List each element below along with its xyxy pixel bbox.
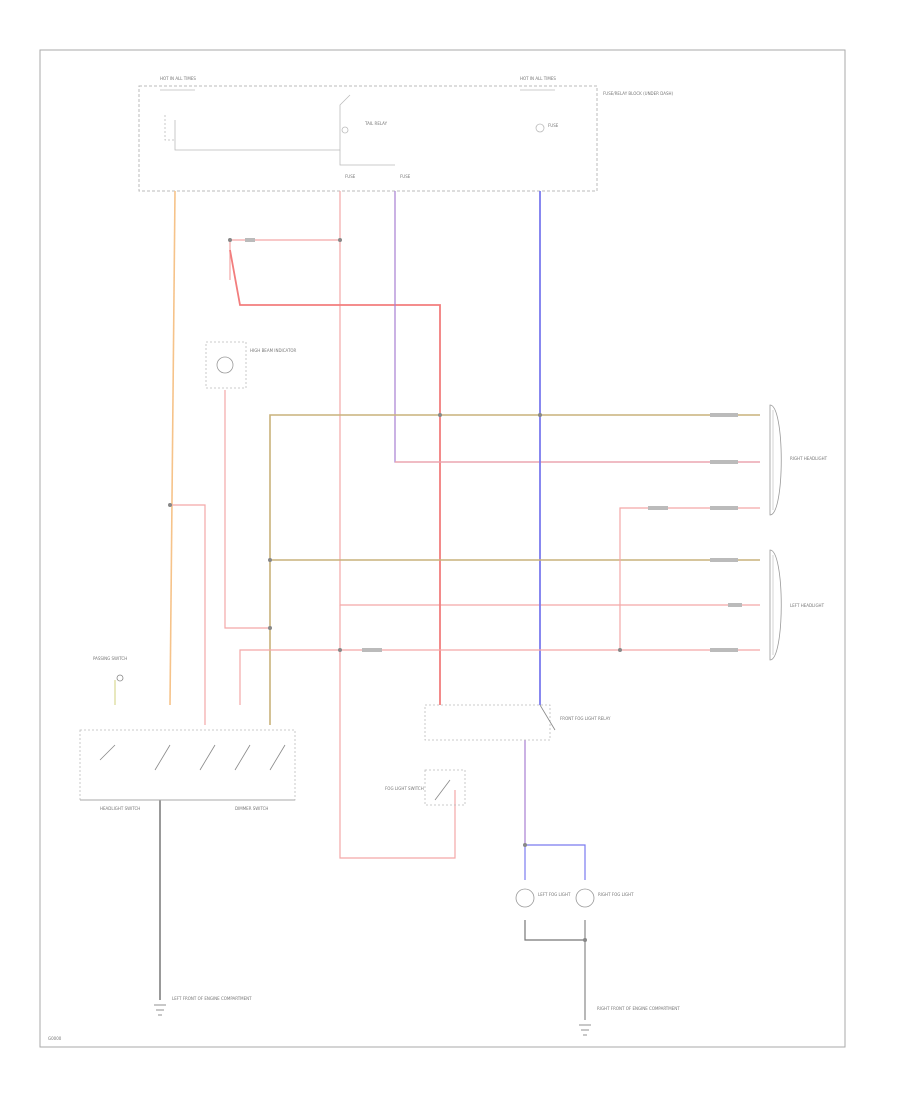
box-top-left-label: HOT IN ALL TIMES — [160, 76, 196, 81]
wire-orange — [169, 190, 176, 706]
box-top-right-label: HOT IN ALL TIMES — [520, 76, 556, 81]
right-headlight-label: RIGHT HEADLIGHT — [790, 456, 828, 461]
wire-pink-fog-loop — [339, 605, 456, 859]
dimmer-switch-label: DIMMER SWITCH — [235, 806, 268, 811]
headlight-switch-label: HEADLIGHT SWITCH — [100, 806, 140, 811]
wire-pink-low — [239, 649, 760, 705]
fog-relay-label: FRONT FOG LIGHT RELAY — [560, 716, 611, 721]
right-fog-label: RIGHT FOG LIGHT — [598, 892, 634, 897]
box-internal-wire — [164, 115, 175, 141]
fog-relay-contact — [539, 704, 556, 731]
indicator-label: HIGH BEAM INDICATOR — [250, 348, 297, 353]
indicator-box — [205, 341, 247, 389]
fuse2-label: FUSE — [345, 174, 356, 179]
wire-pink-switch — [170, 504, 206, 725]
wire-pink-cross — [619, 507, 760, 650]
left-headlight-icon — [769, 549, 782, 661]
ground-left-icon — [154, 1004, 166, 1016]
left-fog-label: LEFT FOG LIGHT — [538, 892, 571, 897]
fuse-symbol — [535, 123, 545, 133]
fog-switch-contact — [434, 779, 451, 801]
wire-violet — [394, 191, 760, 463]
fog-switch-label: FOG LIGHT SWITCH — [385, 786, 424, 791]
wire-tan-upper — [269, 414, 760, 725]
fog-relay-box — [424, 704, 551, 741]
box-side-label: FUSE/RELAY BLOCK (UNDER DASH) — [603, 91, 674, 96]
tail-relay-coil — [341, 126, 349, 134]
fuse-label: FUSE — [548, 123, 559, 128]
fuse3-label: FUSE — [400, 174, 411, 179]
splice-dots — [168, 238, 622, 942]
wire-red-main — [229, 249, 441, 705]
ground-left-label: LEFT FRONT OF ENGINE COMPARTMENT — [172, 996, 252, 1001]
ground-right-icon — [579, 1024, 591, 1036]
wire-pink-to-indicator — [229, 191, 341, 280]
right-headlight-icon — [769, 404, 782, 516]
diagram-border — [39, 49, 846, 1048]
switch-contacts — [99, 744, 286, 771]
wire-pink-left-headlight — [339, 240, 760, 606]
connector-markers — [245, 238, 742, 652]
right-fog-bulb-icon — [575, 888, 595, 908]
passing-switch-label: PASSING SWITCH — [93, 656, 127, 661]
wire-pink-indicator-out — [224, 390, 270, 629]
headlight-switch-box — [79, 729, 296, 801]
relay-label: TAIL RELAY — [364, 121, 388, 126]
box-internal-wire-2 — [339, 150, 395, 166]
wire-blue-fog — [525, 844, 586, 880]
passing-switch-connector — [116, 674, 124, 682]
left-headlight-label: LEFT HEADLIGHT — [790, 603, 825, 608]
fog-switch-box — [424, 769, 466, 806]
fuse-relay-box — [138, 85, 598, 192]
left-fog-bulb-icon — [515, 888, 535, 908]
wire-fog-ground — [524, 920, 585, 941]
ground-right-label: RIGHT FRONT OF ENGINE COMPARTMENT — [597, 1006, 680, 1011]
tail-relay-contact — [174, 94, 351, 151]
indicator-bulb-icon — [216, 356, 234, 374]
footer-code: G0000 — [48, 1036, 62, 1041]
